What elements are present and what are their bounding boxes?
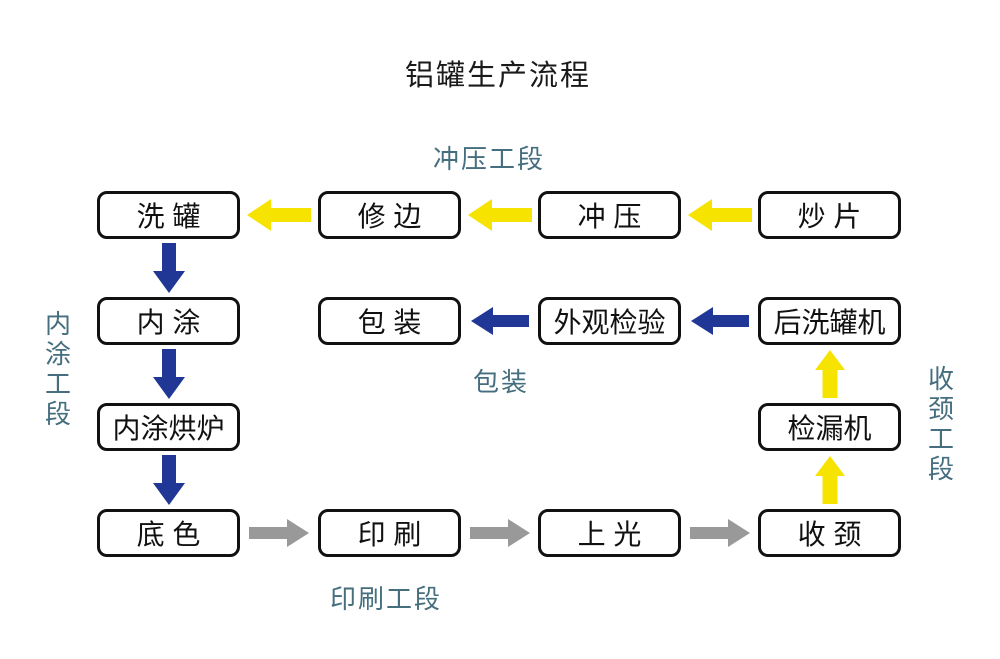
section-label-necking: 收颈工段	[924, 365, 955, 485]
section-label-packing: 包装	[472, 367, 530, 397]
flow-node-label: 包 装	[357, 307, 422, 338]
flow-arrow-down-icon	[152, 349, 185, 399]
flow-node-base-coat: 底 色	[97, 509, 240, 557]
flow-node-printing: 印 刷	[318, 509, 461, 557]
flow-node-fry-sheet: 炒 片	[758, 191, 901, 239]
flow-node-varnish: 上 光	[538, 509, 681, 557]
flow-arrow-right-icon	[689, 519, 750, 547]
flow-node-necking: 收 颈	[758, 509, 901, 557]
flow-node-leak-test: 检漏机	[758, 403, 901, 451]
flow-arrow-left-icon	[467, 199, 532, 231]
flow-arrow-right-icon	[249, 519, 309, 547]
flow-node-stamping: 冲 压	[538, 191, 681, 239]
flow-node-label: 外观检验	[553, 307, 666, 338]
page-title: 铝罐生产流程	[404, 60, 592, 92]
flow-arrow-left-icon	[247, 199, 311, 231]
flow-node-label: 炒 片	[797, 201, 862, 232]
flow-node-label: 后洗罐机	[773, 307, 886, 338]
flow-arrow-down-icon	[152, 243, 185, 293]
flow-arrow-down-icon	[152, 455, 185, 505]
flow-node-label: 内 涂	[136, 307, 201, 338]
flow-arrow-left-icon	[687, 199, 752, 231]
flow-node-inner-coat: 内 涂	[97, 297, 240, 345]
section-label-printing: 印刷工段	[329, 584, 443, 614]
flow-node-label: 修 边	[357, 201, 422, 232]
flow-node-label: 内涂烘炉	[112, 413, 225, 444]
flow-node-post-wash: 后洗罐机	[758, 297, 901, 345]
flow-arrow-up-icon	[814, 456, 845, 504]
flow-node-label: 冲 压	[577, 201, 642, 232]
flow-arrow-left-icon	[690, 307, 749, 335]
flow-node-visual-inspect: 外观检验	[538, 297, 681, 345]
flow-node-label: 底 色	[136, 519, 201, 550]
flow-node-label: 检漏机	[787, 413, 872, 444]
flow-node-label: 印 刷	[357, 519, 422, 550]
flow-node-label: 洗 罐	[136, 201, 201, 232]
flow-node-wash-can: 洗 罐	[97, 191, 240, 239]
flow-arrow-up-icon	[814, 350, 845, 398]
section-label-stamping: 冲压工段	[432, 144, 546, 174]
flow-node-label: 上 光	[577, 519, 642, 550]
flow-node-packing: 包 装	[318, 297, 461, 345]
flow-arrow-right-icon	[469, 519, 530, 547]
section-label-inner-coating: 内涂工段	[41, 310, 72, 430]
flow-arrow-left-icon	[470, 307, 529, 335]
flow-node-trim-edge: 修 边	[318, 191, 461, 239]
flow-node-label: 收 颈	[797, 519, 862, 550]
flow-node-coat-oven: 内涂烘炉	[97, 403, 240, 451]
